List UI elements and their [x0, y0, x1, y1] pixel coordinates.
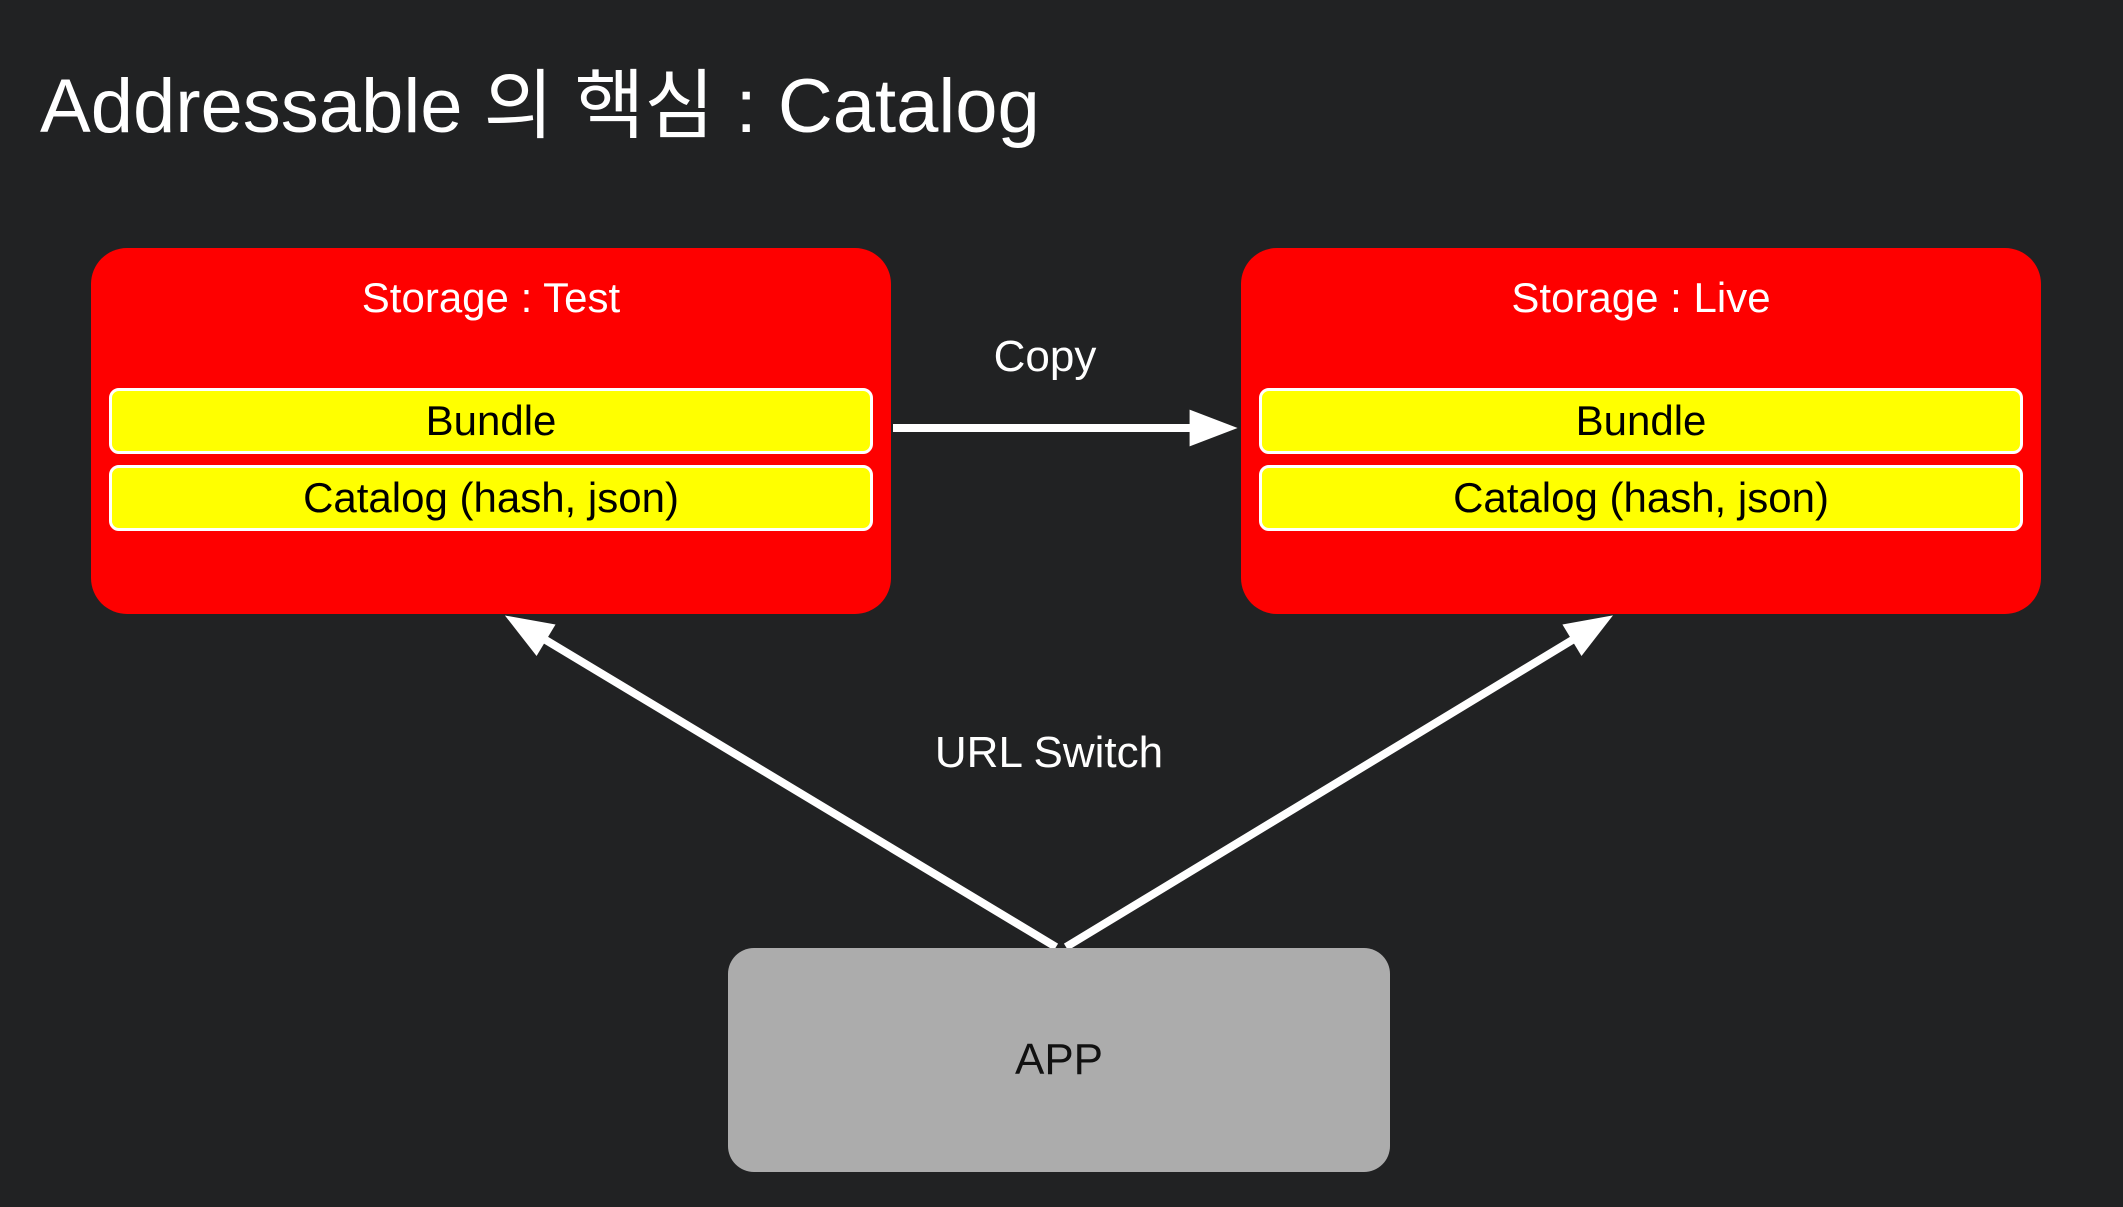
app-label: APP	[1014, 1035, 1104, 1084]
storage-live-title: Storage : Live	[1511, 274, 1771, 321]
storage-live-bundle-item: Bundle	[1259, 388, 2023, 454]
storage-test-catalog-item: Catalog (hash, json)	[109, 465, 873, 531]
storage-live-box: Storage : Live Bundle Catalog (hash, jso…	[1241, 248, 2041, 614]
copy-arrow-label: Copy	[993, 332, 1097, 381]
slide-title: Addressable 의 핵심 : Catalog	[40, 64, 1040, 149]
storage-test-bundle-item: Bundle	[109, 388, 873, 454]
storage-test-box: Storage : Test Bundle Catalog (hash, jso…	[91, 248, 891, 614]
url-switch-arrow-left	[504, 615, 1059, 951]
app-box: APP	[728, 948, 1390, 1172]
storage-live-catalog-item: Catalog (hash, json)	[1259, 465, 2023, 531]
url-switch-arrow-right	[1063, 615, 1613, 951]
url-switch-arrow-label: URL Switch	[934, 728, 1164, 777]
storage-test-title: Storage : Test	[361, 274, 621, 321]
